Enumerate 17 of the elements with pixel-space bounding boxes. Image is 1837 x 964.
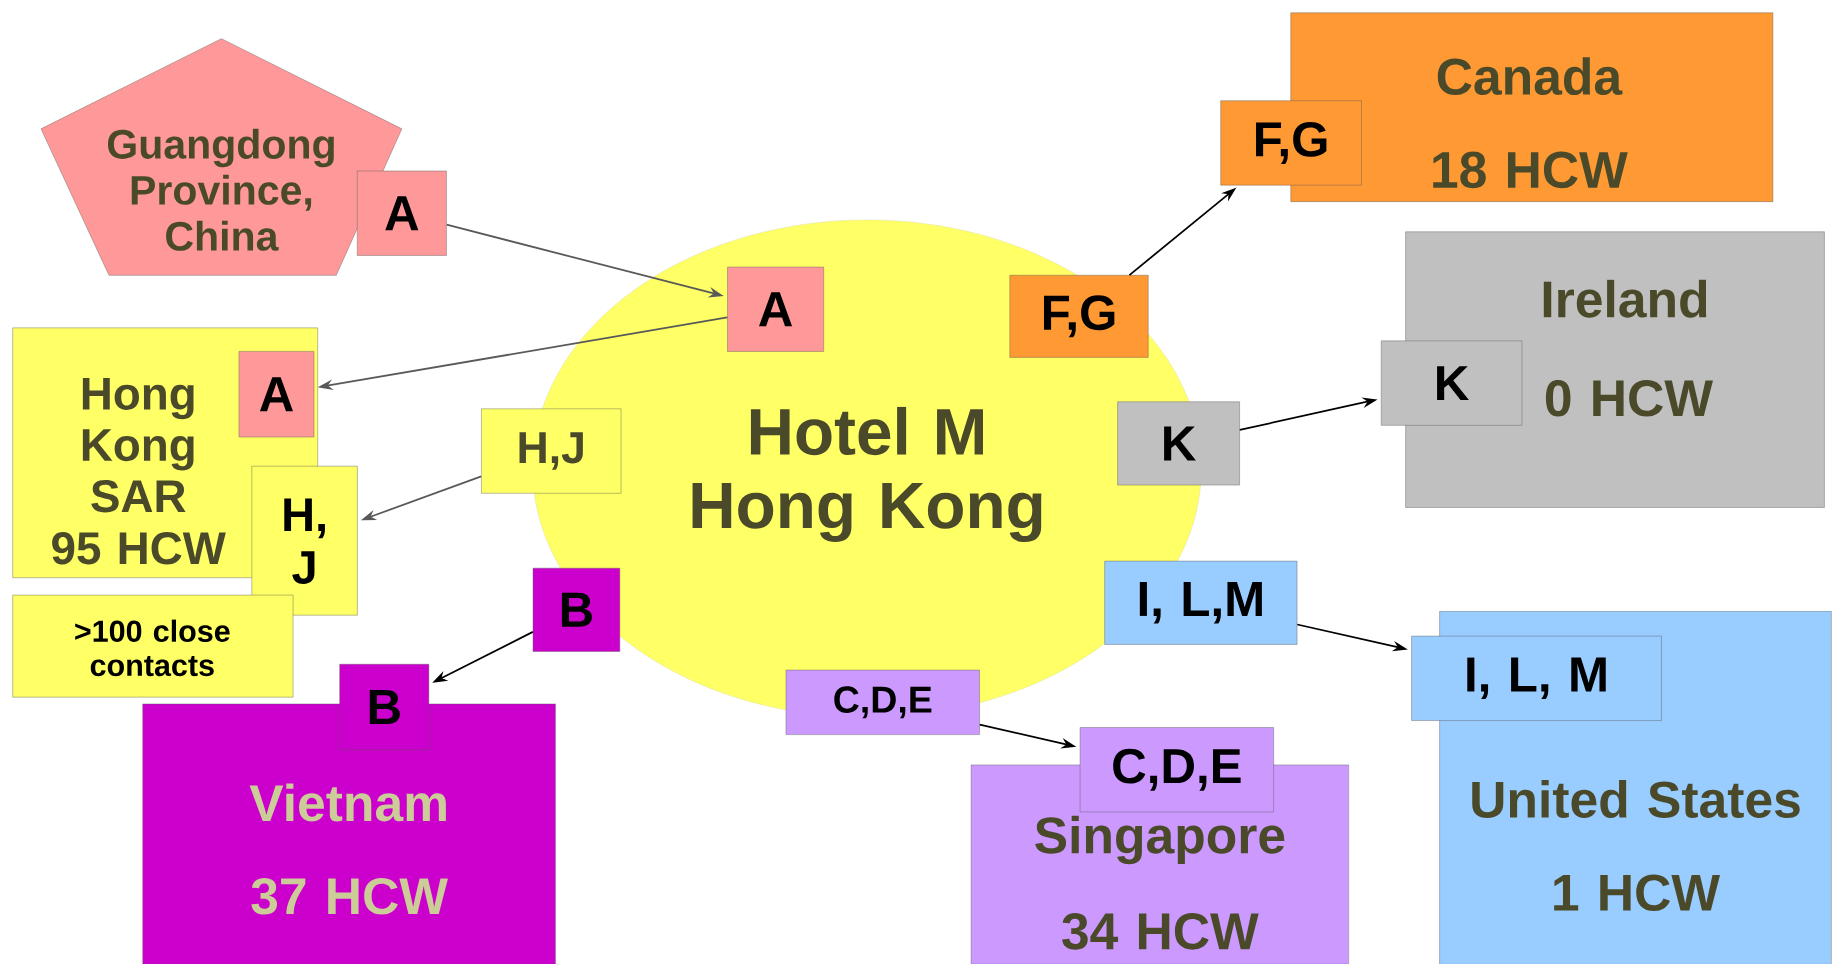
label-box: K xyxy=(1381,340,1523,426)
label-box: I, L,M xyxy=(1104,560,1298,645)
label-box: A xyxy=(727,266,824,352)
label-box: C,D,E xyxy=(785,669,980,735)
label-box: K xyxy=(1117,401,1240,486)
label-box: A xyxy=(357,170,447,256)
label-box: F,G xyxy=(1220,100,1362,186)
label-box: A xyxy=(238,351,315,438)
node-label: Singapore xyxy=(1035,815,1285,865)
label-box: C,D,E xyxy=(1079,727,1274,813)
label-box: B xyxy=(532,567,621,652)
label-box: H,J xyxy=(481,408,622,494)
note-box: >100 close contacts xyxy=(12,594,294,698)
label-box: H, J xyxy=(251,465,358,616)
label-box: B xyxy=(339,663,430,750)
node-label: 34 HCW xyxy=(1062,912,1259,950)
label-box: I, L, M xyxy=(1411,635,1662,721)
